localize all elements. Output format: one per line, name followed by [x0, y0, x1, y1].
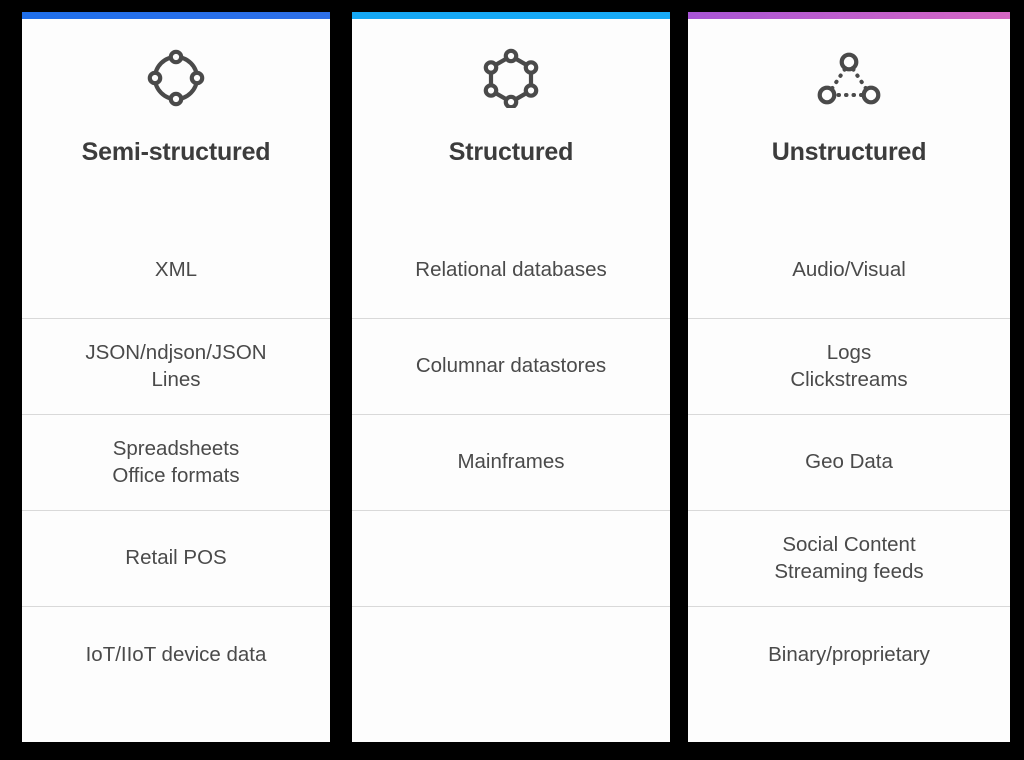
list-item: Audio/Visual	[688, 223, 1010, 319]
circle-four-node-icon	[140, 45, 212, 111]
card-title-structured: Structured	[448, 138, 574, 166]
row-list-semi-structured: XML JSON/ndjson/JSON Lines Spreadsheets …	[22, 223, 330, 743]
list-item-empty	[352, 511, 670, 607]
list-item: Binary/proprietary	[768, 642, 930, 666]
card-header-semi-structured: Semi-structured	[22, 19, 330, 167]
list-item: Spreadsheets Office formats	[22, 415, 330, 511]
triangle-three-node-dotted-icon	[813, 45, 885, 111]
list-item: IoT/IIoT device data	[85, 642, 267, 666]
accent-bar-semi-structured	[22, 12, 330, 19]
list-item-empty	[352, 607, 670, 703]
row-list-structured: Relational databases Columnar datastores…	[352, 223, 670, 743]
list-item: Geo Data	[688, 415, 1010, 511]
list-item: Columnar datastores	[352, 319, 670, 415]
card-header-unstructured: Unstructured	[688, 19, 1010, 167]
list-item: JSON/ndjson/JSON Lines	[22, 319, 330, 415]
list-item: Logs Clickstreams	[688, 319, 1010, 415]
hexagon-six-node-icon	[475, 45, 547, 111]
list-item: Social Content Streaming feeds	[688, 511, 1010, 607]
row-list-unstructured: Audio/Visual Logs Clickstreams Geo Data …	[688, 223, 1010, 743]
list-item: Retail POS	[22, 511, 330, 607]
accent-bar-unstructured	[688, 12, 1010, 19]
list-item: XML	[22, 223, 330, 319]
list-item: Mainframes	[352, 415, 670, 511]
accent-bar-structured	[352, 12, 670, 19]
card-unstructured: Unstructured Audio/Visual Logs Clickstre…	[688, 12, 1010, 742]
card-title-semi-structured: Semi-structured	[81, 138, 271, 166]
card-semi-structured: Semi-structured XML JSON/ndjson/JSON Lin…	[22, 12, 330, 742]
card-title-unstructured: Unstructured	[771, 138, 927, 166]
list-item: Relational databases	[352, 223, 670, 319]
card-structured: Structured Relational databases Columnar…	[352, 12, 670, 742]
card-header-structured: Structured	[352, 19, 670, 167]
